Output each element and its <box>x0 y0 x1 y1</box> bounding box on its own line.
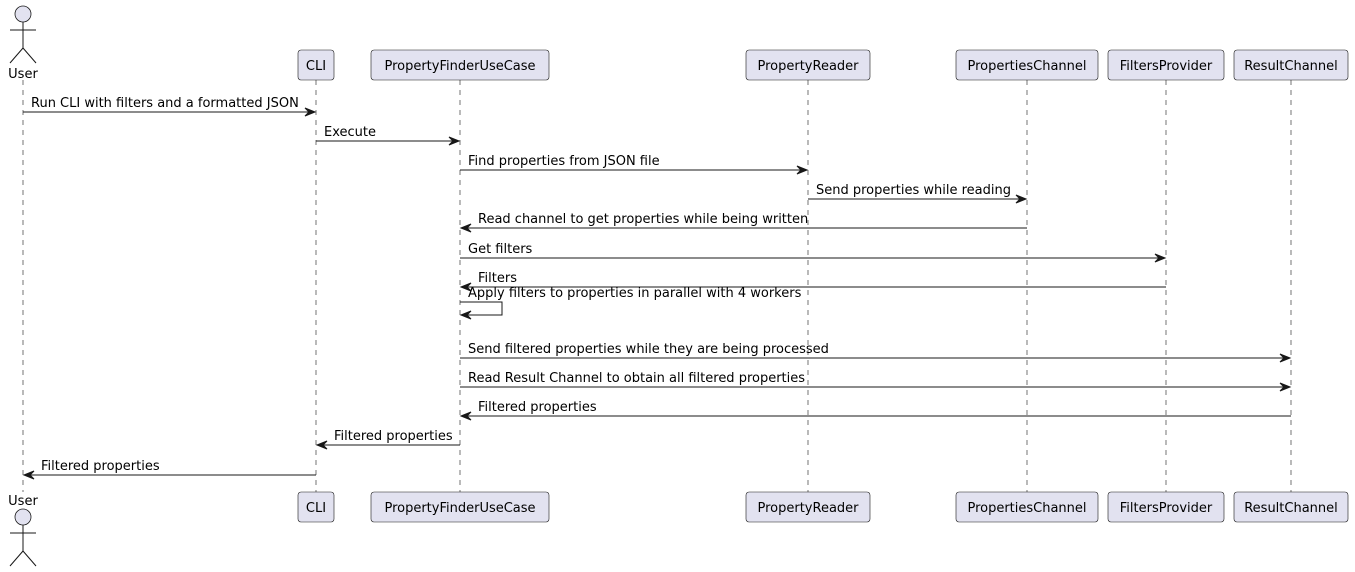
arrowhead <box>315 440 328 450</box>
participant-label-filters: FiltersProvider <box>1120 501 1213 516</box>
arrowhead <box>304 107 317 117</box>
message-label: Filtered properties <box>41 459 160 474</box>
actor-right-leg <box>22 47 37 64</box>
participant-label-reader: PropertyReader <box>757 501 859 516</box>
participant-box <box>297 49 335 81</box>
message-label: Filtered properties <box>334 429 453 444</box>
participant-box <box>955 491 1099 523</box>
arrowhead <box>1015 194 1028 204</box>
participant-box <box>370 491 550 523</box>
actor-user-bottom <box>9 508 37 567</box>
message-10: Read Result Channel to obtain all filter… <box>460 371 1292 392</box>
message-3: Find properties from JSON file <box>460 154 809 175</box>
participant-label-propchan: PropertiesChannel <box>967 59 1086 74</box>
participant-box <box>1233 49 1349 81</box>
message-7: Filters <box>459 271 1166 292</box>
participant-filters-top: FiltersProvider <box>1107 49 1225 81</box>
arrowhead <box>796 165 809 175</box>
participant-label-user-bottom: User <box>8 494 38 509</box>
message-label: Get filters <box>468 242 533 257</box>
message-11: Filtered properties <box>459 400 1291 421</box>
participant-box <box>745 49 871 81</box>
actor-user-top <box>9 5 37 64</box>
arrowhead <box>459 310 472 320</box>
participant-label-cli: CLI <box>306 59 326 74</box>
arrowhead <box>459 223 472 233</box>
arrowhead <box>459 411 472 421</box>
arrowhead <box>22 470 35 480</box>
participant-cli-top: CLI <box>297 49 335 81</box>
participant-box <box>1107 491 1225 523</box>
participant-reader-top: PropertyReader <box>745 49 871 81</box>
participant-propchan-bottom: PropertiesChannel <box>955 491 1099 523</box>
message-label: Find properties from JSON file <box>468 154 660 169</box>
message-label: Send properties while reading <box>816 183 1011 198</box>
participant-usecase-top: PropertyFinderUseCase <box>370 49 550 81</box>
actor-head <box>14 5 32 23</box>
participant-box <box>955 49 1099 81</box>
message-1: Run CLI with filters and a formatted JSO… <box>23 96 317 117</box>
arrowhead <box>448 136 461 146</box>
participant-box <box>370 49 550 81</box>
actor-left-leg <box>9 550 24 567</box>
message-9: Send filtered properties while they are … <box>460 342 1292 363</box>
participant-cli-bottom: CLI <box>297 491 335 523</box>
participant-box <box>1107 49 1225 81</box>
message-13: Filtered properties <box>22 459 316 480</box>
arrowhead <box>1279 382 1292 392</box>
message-label: Read channel to get properties while bei… <box>478 212 808 227</box>
actor-left-leg <box>9 47 24 64</box>
actor-head <box>14 508 32 526</box>
message-label: Apply filters to properties in parallel … <box>468 286 802 301</box>
participant-propchan-top: PropertiesChannel <box>955 49 1099 81</box>
participant-label-reader: PropertyReader <box>757 59 859 74</box>
message-4: Send properties while reading <box>808 183 1028 204</box>
participant-box <box>1233 491 1349 523</box>
participant-box <box>297 491 335 523</box>
participant-reader-bottom: PropertyReader <box>745 491 871 523</box>
actor-right-leg <box>22 550 37 567</box>
participant-label-cli: CLI <box>306 501 326 516</box>
participant-box <box>745 491 871 523</box>
participant-label-usecase: PropertyFinderUseCase <box>384 501 535 516</box>
participant-result-top: ResultChannel <box>1233 49 1349 81</box>
message-label: Send filtered properties while they are … <box>468 342 829 357</box>
participant-label-result: ResultChannel <box>1244 501 1338 516</box>
participant-usecase-bottom: PropertyFinderUseCase <box>370 491 550 523</box>
message-label: Run CLI with filters and a formatted JSO… <box>31 96 299 111</box>
arrowhead <box>1279 353 1292 363</box>
message-6: Get filters <box>460 242 1167 263</box>
message-label: Filters <box>478 271 517 286</box>
participant-label-filters: FiltersProvider <box>1120 59 1213 74</box>
participant-label-user-top: User <box>8 67 38 82</box>
participant-result-bottom: ResultChannel <box>1233 491 1349 523</box>
participant-filters-bottom: FiltersProvider <box>1107 491 1225 523</box>
message-8: Apply filters to properties in parallel … <box>459 286 802 320</box>
message-label: Read Result Channel to obtain all filter… <box>468 371 805 386</box>
participant-label-result: ResultChannel <box>1244 59 1338 74</box>
participant-label-usecase: PropertyFinderUseCase <box>384 59 535 74</box>
message-12: Filtered properties <box>315 429 460 450</box>
participant-label-propchan: PropertiesChannel <box>967 501 1086 516</box>
arrowhead <box>1154 253 1167 263</box>
message-label: Execute <box>324 125 376 140</box>
self-message-line <box>460 301 503 316</box>
message-5: Read channel to get properties while bei… <box>459 212 1027 233</box>
message-label: Filtered properties <box>478 400 597 415</box>
message-2: Execute <box>316 125 461 146</box>
arrowhead <box>459 282 472 292</box>
